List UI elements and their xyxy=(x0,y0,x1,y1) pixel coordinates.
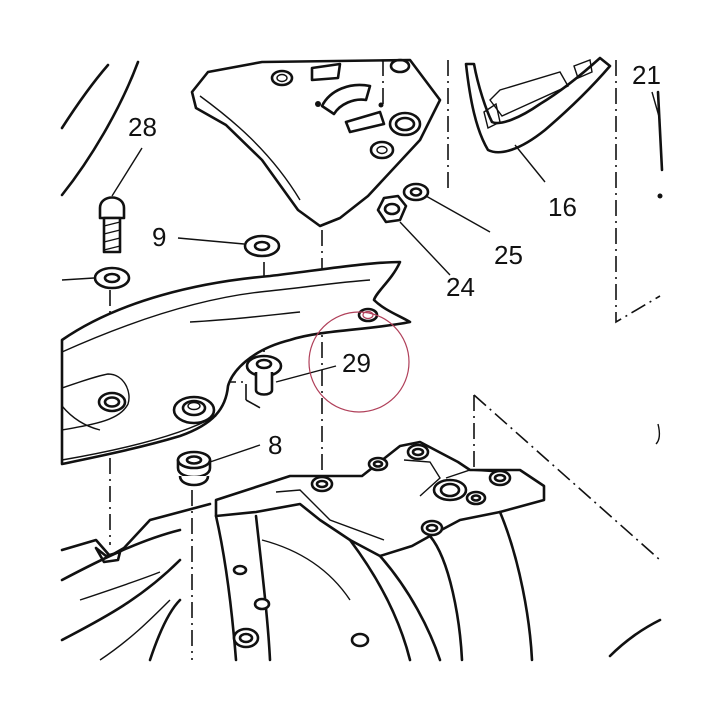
leader-16 xyxy=(514,144,546,183)
callout-21: 21 xyxy=(632,60,661,90)
grommet-on-plate xyxy=(172,395,216,425)
reflector-bracket-16 xyxy=(464,56,612,154)
leader-21 xyxy=(651,91,661,121)
leader-25 xyxy=(425,195,491,233)
right-edge-detail xyxy=(608,90,664,658)
lower-left-frame xyxy=(60,502,212,662)
leader-9 xyxy=(177,237,245,245)
left-frame-outline xyxy=(60,60,140,197)
subframe xyxy=(214,440,546,662)
washer-left xyxy=(93,266,131,290)
callout-8: 8 xyxy=(268,430,282,460)
washer-9 xyxy=(243,234,281,258)
screw-28 xyxy=(98,196,126,254)
leader-left-washer xyxy=(61,277,95,281)
callout-25: 25 xyxy=(494,240,523,270)
fender-plate xyxy=(60,260,412,466)
leader-29 xyxy=(275,365,337,383)
washer-25 xyxy=(402,182,430,202)
leader-8 xyxy=(209,444,261,463)
leader-24 xyxy=(399,221,451,276)
callout-29: 29 xyxy=(342,348,371,378)
highlight-circle xyxy=(308,311,410,413)
spacer-29 xyxy=(245,354,283,396)
callout-28: 28 xyxy=(128,112,157,142)
callout-24: 24 xyxy=(446,272,475,302)
plate-bracket xyxy=(190,58,442,228)
callout-16: 16 xyxy=(548,192,577,222)
callout-9: 9 xyxy=(152,222,166,252)
nut-24 xyxy=(376,194,408,224)
leader-28 xyxy=(111,147,143,197)
grommet-8 xyxy=(176,450,212,487)
